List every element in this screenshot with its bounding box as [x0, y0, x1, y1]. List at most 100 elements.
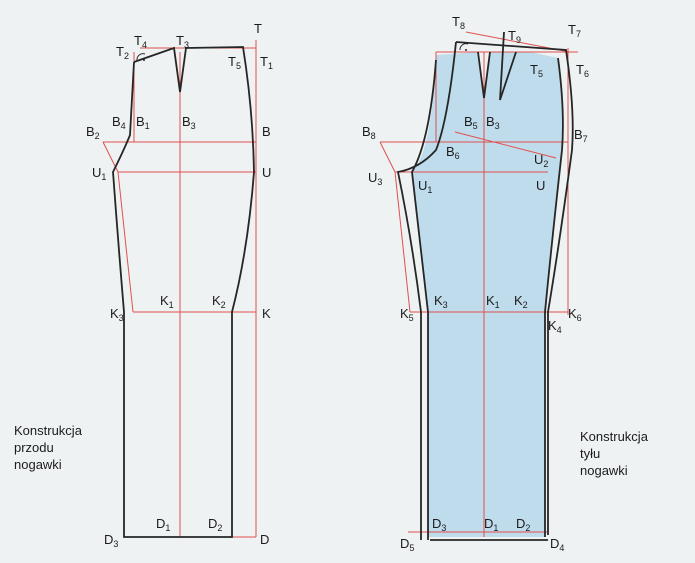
front-construction-lines [102, 40, 257, 538]
label-subscript: 2 [124, 51, 129, 61]
label-back-T7: T7 [568, 22, 581, 39]
label-subscript: 4 [559, 543, 564, 553]
label-front-T5: T5 [228, 54, 241, 71]
label-back-U: U [536, 178, 545, 193]
label-back-U2: U2 [534, 152, 548, 169]
back-caption: Konstrukcja tyłu nogawki [580, 428, 648, 479]
label-front-B1: B1 [136, 114, 150, 131]
back-leg-piece [379, 31, 578, 541]
label-back-B8: B8 [362, 124, 376, 141]
label-front-T3: T3 [176, 33, 189, 50]
front-outline [112, 46, 255, 538]
label-subscript: 1 [268, 61, 273, 71]
label-subscript: 4 [557, 325, 562, 335]
label-front-B2: B2 [86, 124, 100, 141]
label-subscript: 1 [495, 300, 500, 310]
label-subscript: 1 [101, 172, 106, 182]
label-front-K: K [262, 306, 271, 321]
label-front-D1: D1 [156, 516, 170, 533]
label-subscript: 3 [441, 523, 446, 533]
label-front-K2: K2 [212, 293, 226, 310]
label-front-U: U [262, 165, 271, 180]
front-caption: Konstrukcja przodu nogawki [14, 422, 82, 473]
label-subscript: 1 [493, 523, 498, 533]
label-subscript: 3 [495, 121, 500, 131]
label-subscript: 3 [184, 40, 189, 50]
label-subscript: 6 [577, 313, 582, 323]
label-back-D4: D4 [550, 536, 564, 553]
label-front-K3: K3 [110, 306, 124, 323]
label-subscript: 3 [113, 539, 118, 549]
label-back-B3: B3 [486, 114, 500, 131]
label-back-B6: B6 [446, 144, 460, 161]
label-back-D5: D5 [400, 536, 414, 553]
label-subscript: 8 [460, 21, 465, 31]
label-front-D: D [260, 532, 269, 547]
label-back-T5: T5 [530, 62, 543, 79]
label-subscript: 8 [371, 131, 376, 141]
label-subscript: 4 [121, 121, 126, 131]
back-fill [412, 52, 563, 537]
label-subscript: 5 [236, 61, 241, 71]
label-subscript: 6 [455, 151, 460, 161]
label-subscript: 3 [377, 177, 382, 187]
back-caption-line-2: tyłu [580, 446, 601, 461]
label-back-D3: D3 [432, 516, 446, 533]
label-front-B: B [262, 124, 271, 139]
label-back-T9: T9 [508, 28, 521, 45]
label-back-D1: D1 [484, 516, 498, 533]
front-caption-line-3: nogawki [14, 457, 62, 472]
label-subscript: 4 [142, 40, 147, 50]
label-front-B4: B4 [112, 114, 126, 131]
label-subscript: 3 [119, 313, 124, 323]
label-front-K1: K1 [160, 293, 174, 310]
label-subscript: 7 [583, 134, 588, 144]
back-caption-line-3: nogawki [580, 463, 628, 478]
front-caption-line-1: Konstrukcja [14, 423, 82, 438]
label-subscript: 2 [543, 159, 548, 169]
label-front-U1: U1 [92, 165, 106, 182]
label-front-T1: T1 [260, 54, 273, 71]
label-subscript: 1 [169, 300, 174, 310]
label-back-K5: K5 [400, 306, 414, 323]
label-subscript: 5 [409, 543, 414, 553]
label-back-K1: K1 [486, 293, 500, 310]
label-front-D2: D2 [208, 516, 222, 533]
label-front-T2: T2 [116, 44, 129, 61]
label-subscript: 2 [523, 300, 528, 310]
label-back-K4: K4 [548, 318, 562, 335]
label-subscript: 5 [473, 121, 478, 131]
label-subscript: 3 [191, 121, 196, 131]
label-back-K3: K3 [434, 293, 448, 310]
label-back-K2: K2 [514, 293, 528, 310]
label-front-D3: D3 [104, 532, 118, 549]
label-subscript: 2 [217, 523, 222, 533]
label-subscript: 1 [145, 121, 150, 131]
label-back-U1: U1 [418, 178, 432, 195]
label-back-U3: U3 [368, 170, 382, 187]
label-subscript: 3 [443, 300, 448, 310]
label-back-T8: T8 [452, 14, 465, 31]
label-back-B5: B5 [464, 114, 478, 131]
label-subscript: 7 [576, 29, 581, 39]
back-caption-line-1: Konstrukcja [580, 429, 648, 444]
label-back-D2: D2 [516, 516, 530, 533]
label-subscript: 1 [165, 523, 170, 533]
label-subscript: 9 [516, 35, 521, 45]
label-subscript: 5 [409, 313, 414, 323]
label-subscript: 2 [221, 300, 226, 310]
front-caption-line-2: przodu [14, 440, 54, 455]
label-subscript: 5 [538, 69, 543, 79]
label-front-B3: B3 [182, 114, 196, 131]
label-back-B7: B7 [574, 127, 588, 144]
back-outline [396, 31, 574, 541]
label-subscript: 1 [427, 185, 432, 195]
label-back-K6: K6 [568, 306, 582, 323]
label-subscript: 2 [95, 131, 100, 141]
front-leg-piece [102, 40, 257, 538]
label-front-T: T [254, 21, 262, 36]
label-front-T4: T4 [134, 33, 147, 50]
label-back-T6: T6 [576, 62, 589, 79]
